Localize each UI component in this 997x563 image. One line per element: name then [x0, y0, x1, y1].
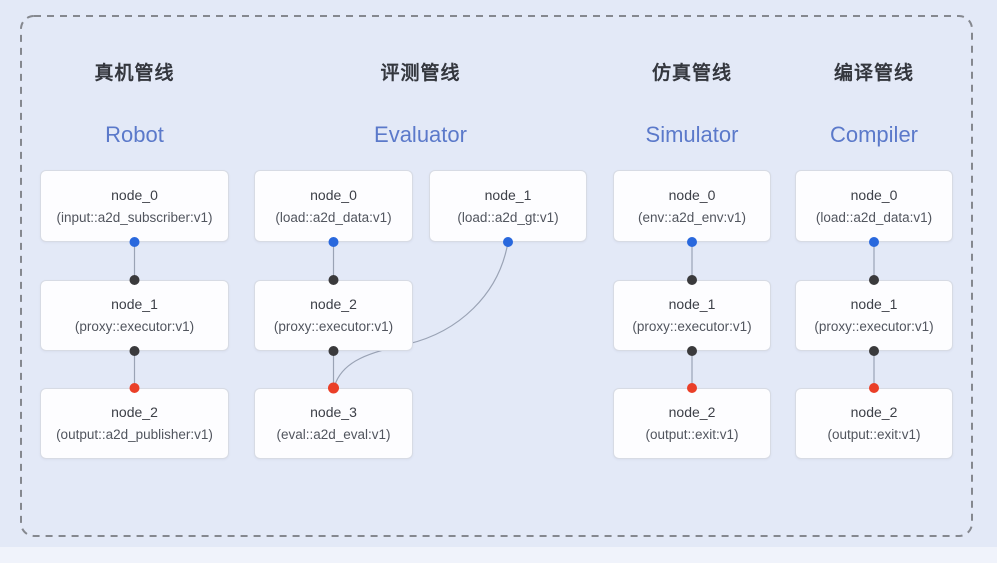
pipeline-title-en: Compiler — [829, 122, 919, 147]
node-title: node_0 — [310, 186, 357, 203]
node-type: (load::a2d_gt:v1) — [457, 209, 559, 225]
node-type: (env::a2d_env:v1) — [637, 209, 747, 225]
node-type: (output::exit:v1) — [645, 427, 739, 442]
node-title: node_2 — [668, 404, 716, 420]
node-box-compiler-node1[interactable]: node_1 (proxy::executor:v1) — [795, 280, 953, 351]
node-box-evaluator-node3[interactable]: node_3 (eval::a2d_eval:v1) — [254, 388, 413, 459]
node-box-compiler-node0[interactable]: node_0 (load::a2d_data:v1) — [795, 170, 953, 242]
node-title: node_0 — [111, 186, 158, 203]
node-box-simulator-node0[interactable]: node_0 (env::a2d_env:v1) — [613, 170, 771, 242]
node-box-robot-node1[interactable]: node_1 (proxy::executor:v1) — [40, 280, 229, 351]
node-box-simulator-node1[interactable]: node_1 (proxy::executor:v1) — [613, 280, 771, 351]
node-title: node_3 — [310, 404, 357, 420]
pipeline-title-zh: 真机管线 — [94, 63, 175, 84]
pipeline-header-simulator: 仿真管线 Simulator — [613, 62, 771, 152]
node-type: (proxy::executor:v1) — [273, 319, 394, 334]
node-box-simulator-node2[interactable]: node_2 (output::exit:v1) — [613, 388, 771, 459]
node-title: node_2 — [850, 404, 898, 420]
node-title: node_0 — [668, 186, 716, 203]
node-type: (load::a2d_data:v1) — [815, 209, 933, 225]
pipeline-title-en: Evaluator — [374, 122, 467, 147]
pipeline-header-evaluator: 评测管线 Evaluator — [254, 62, 587, 152]
node-box-evaluator-node2[interactable]: node_2 (proxy::executor:v1) — [254, 280, 413, 351]
node-box-compiler-node2[interactable]: node_2 (output::exit:v1) — [795, 388, 953, 459]
node-box-evaluator-node0[interactable]: node_0 (load::a2d_data:v1) — [254, 170, 413, 242]
pipeline-title-en: Robot — [105, 122, 164, 147]
node-title: node_1 — [668, 296, 716, 312]
node-title: node_2 — [111, 404, 158, 420]
node-title: node_2 — [310, 296, 357, 312]
pipeline-title-zh: 评测管线 — [380, 63, 461, 84]
node-type: (input::a2d_subscriber:v1) — [56, 209, 213, 225]
node-type: (output::a2d_publisher:v1) — [56, 427, 213, 442]
node-type: (proxy::executor:v1) — [74, 319, 195, 334]
node-type: (eval::a2d_eval:v1) — [276, 427, 391, 442]
pipeline-header-robot: 真机管线 Robot — [40, 62, 229, 152]
node-title: node_1 — [484, 186, 532, 203]
pipeline-title-zh: 编译管线 — [833, 63, 914, 84]
node-type: (proxy::executor:v1) — [814, 319, 934, 334]
pipeline-title-zh: 仿真管线 — [651, 63, 732, 84]
node-type: (load::a2d_data:v1) — [275, 209, 392, 225]
node-type: (proxy::executor:v1) — [632, 319, 752, 334]
node-title: node_1 — [111, 296, 158, 312]
node-title: node_1 — [850, 296, 898, 312]
node-box-robot-node0[interactable]: node_0 (input::a2d_subscriber:v1) — [40, 170, 229, 242]
pipeline-title-en: Simulator — [645, 122, 739, 147]
node-title: node_0 — [850, 186, 898, 203]
bottom-strip — [0, 547, 997, 563]
node-type: (output::exit:v1) — [827, 427, 921, 442]
pipeline-header-compiler: 编译管线 Compiler — [795, 62, 953, 152]
node-box-robot-node2[interactable]: node_2 (output::a2d_publisher:v1) — [40, 388, 229, 459]
node-box-evaluator-node1[interactable]: node_1 (load::a2d_gt:v1) — [429, 170, 587, 242]
